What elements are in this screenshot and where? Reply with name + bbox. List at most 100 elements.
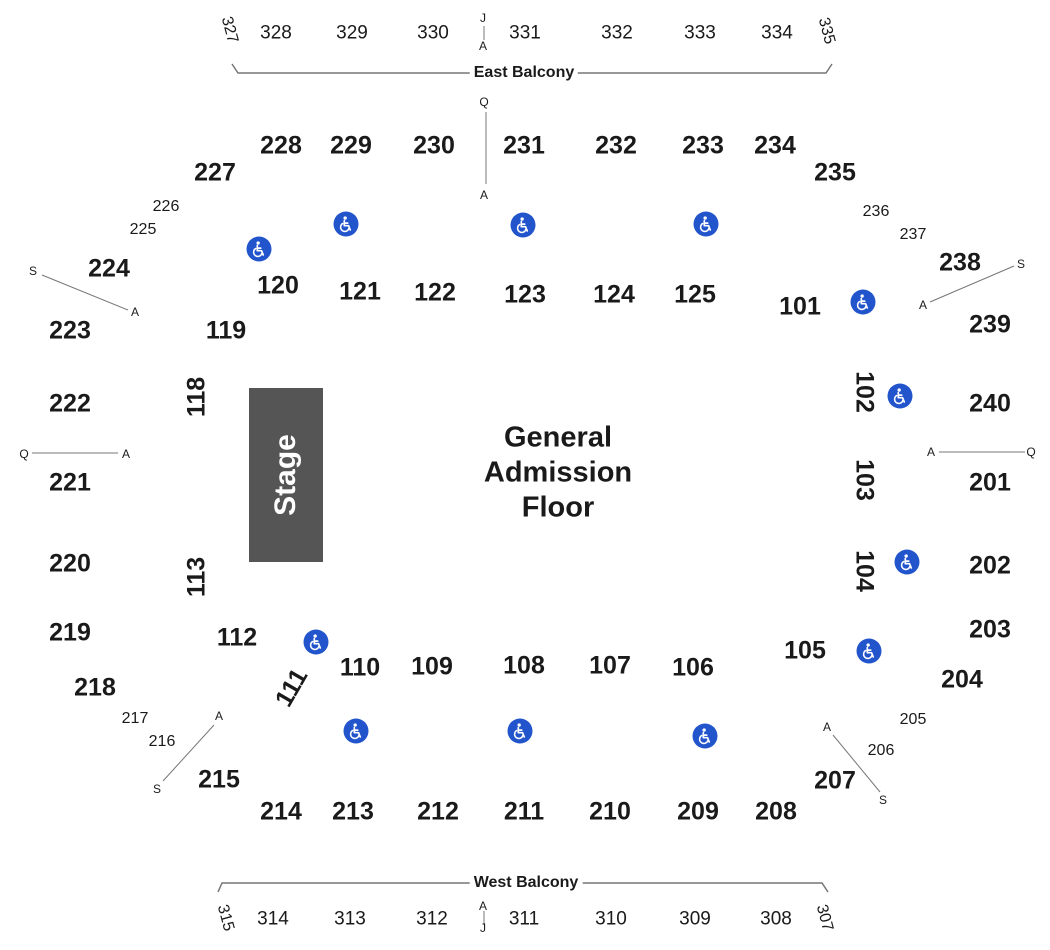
row-marker: A: [926, 445, 936, 459]
section-118[interactable]: 118: [182, 376, 211, 418]
section-230[interactable]: 230: [413, 131, 455, 160]
wheelchair-icon: [507, 718, 533, 744]
section-313[interactable]: 313: [334, 908, 366, 930]
section-229[interactable]: 229: [330, 131, 372, 160]
section-232[interactable]: 232: [595, 131, 637, 160]
section-119[interactable]: 119: [205, 316, 247, 345]
section-202[interactable]: 202: [969, 551, 1011, 580]
section-331[interactable]: 331: [509, 22, 541, 44]
section-329[interactable]: 329: [336, 22, 368, 44]
wheelchair-icon: [692, 723, 718, 749]
section-234[interactable]: 234: [754, 131, 796, 160]
section-204[interactable]: 204: [941, 665, 983, 694]
west-balcony-label: West Balcony: [469, 875, 583, 891]
section-207[interactable]: 207: [814, 766, 856, 795]
section-225[interactable]: 225: [129, 221, 157, 238]
section-121[interactable]: 121: [339, 277, 381, 306]
section-216[interactable]: 216: [148, 733, 176, 750]
row-marker: S: [152, 782, 162, 796]
section-109[interactable]: 109: [411, 652, 453, 681]
southwest-aisle-divider: [162, 724, 215, 782]
section-310[interactable]: 310: [595, 908, 627, 930]
section-214[interactable]: 214: [260, 797, 302, 826]
section-311[interactable]: 311: [508, 908, 540, 930]
section-107[interactable]: 107: [589, 651, 631, 680]
row-marker: A: [130, 305, 140, 319]
section-113[interactable]: 113: [182, 556, 211, 598]
row-marker: Q: [1026, 445, 1036, 459]
section-219[interactable]: 219: [49, 618, 91, 647]
section-206[interactable]: 206: [867, 742, 895, 759]
row-marker: S: [28, 264, 38, 278]
wheelchair-icon: [693, 211, 719, 237]
section-309[interactable]: 309: [679, 908, 711, 930]
section-215[interactable]: 215: [198, 765, 240, 794]
row-marker: J: [480, 11, 486, 25]
section-228[interactable]: 228: [260, 131, 302, 160]
stage: [249, 388, 323, 562]
section-211[interactable]: 211: [503, 797, 545, 826]
section-122[interactable]: 122: [414, 278, 456, 307]
section-105[interactable]: 105: [784, 636, 826, 665]
section-333[interactable]: 333: [684, 22, 716, 44]
northeast-aisle-divider: [929, 265, 1015, 303]
section-222[interactable]: 222: [49, 389, 91, 418]
section-103[interactable]: 103: [850, 459, 879, 501]
ga-label-line2: Admission: [483, 456, 633, 489]
section-330[interactable]: 330: [417, 22, 449, 44]
section-209[interactable]: 209: [677, 797, 719, 826]
section-334[interactable]: 334: [761, 22, 793, 44]
section-240[interactable]: 240: [969, 389, 1011, 418]
section-312[interactable]: 312: [416, 908, 448, 930]
general-admission-floor[interactable]: General Admission Floor: [484, 421, 632, 526]
section-101[interactable]: 101: [779, 292, 821, 321]
section-106[interactable]: 106: [672, 653, 714, 682]
section-231[interactable]: 231: [503, 131, 545, 160]
section-208[interactable]: 208: [755, 797, 797, 826]
section-102[interactable]: 102: [850, 371, 879, 413]
row-marker: A: [121, 447, 131, 461]
section-220[interactable]: 220: [49, 549, 91, 578]
section-226[interactable]: 226: [152, 198, 180, 215]
stage-label: Stage: [269, 434, 302, 516]
section-221[interactable]: 221: [49, 468, 91, 497]
section-120[interactable]: 120: [257, 271, 299, 300]
section-236[interactable]: 236: [862, 203, 890, 220]
section-224[interactable]: 224: [88, 254, 130, 283]
section-125[interactable]: 125: [674, 280, 716, 309]
section-223[interactable]: 223: [49, 316, 91, 345]
section-124[interactable]: 124: [593, 280, 635, 309]
section-108[interactable]: 108: [503, 651, 545, 680]
section-328[interactable]: 328: [260, 22, 292, 44]
section-235[interactable]: 235: [814, 158, 856, 187]
section-239[interactable]: 239: [969, 310, 1011, 339]
ga-label-line3: Floor: [521, 491, 595, 524]
section-218[interactable]: 218: [74, 673, 116, 702]
section-203[interactable]: 203: [969, 615, 1011, 644]
section-110[interactable]: 110: [339, 653, 381, 682]
section-205[interactable]: 205: [899, 711, 927, 728]
row-marker: A: [822, 720, 832, 734]
section-212[interactable]: 212: [417, 797, 459, 826]
section-213[interactable]: 213: [332, 797, 374, 826]
section-308[interactable]: 308: [760, 908, 792, 930]
section-217[interactable]: 217: [121, 710, 149, 727]
section-314[interactable]: 314: [257, 908, 289, 930]
row-marker: A: [479, 188, 489, 202]
section-123[interactable]: 123: [504, 280, 546, 309]
wheelchair-icon: [510, 212, 536, 238]
section-104[interactable]: 104: [850, 550, 879, 592]
section-227[interactable]: 227: [194, 158, 236, 187]
northwest-aisle-divider: [41, 274, 129, 311]
section-210[interactable]: 210: [589, 797, 631, 826]
section-237[interactable]: 237: [899, 226, 927, 243]
row-marker: S: [878, 793, 888, 807]
east-balcony-label: East Balcony: [469, 65, 579, 81]
row-marker: A: [478, 899, 488, 913]
section-201[interactable]: 201: [969, 468, 1011, 497]
section-238[interactable]: 238: [939, 248, 981, 277]
section-112[interactable]: 112: [216, 623, 258, 652]
section-233[interactable]: 233: [682, 131, 724, 160]
section-332[interactable]: 332: [601, 22, 633, 44]
